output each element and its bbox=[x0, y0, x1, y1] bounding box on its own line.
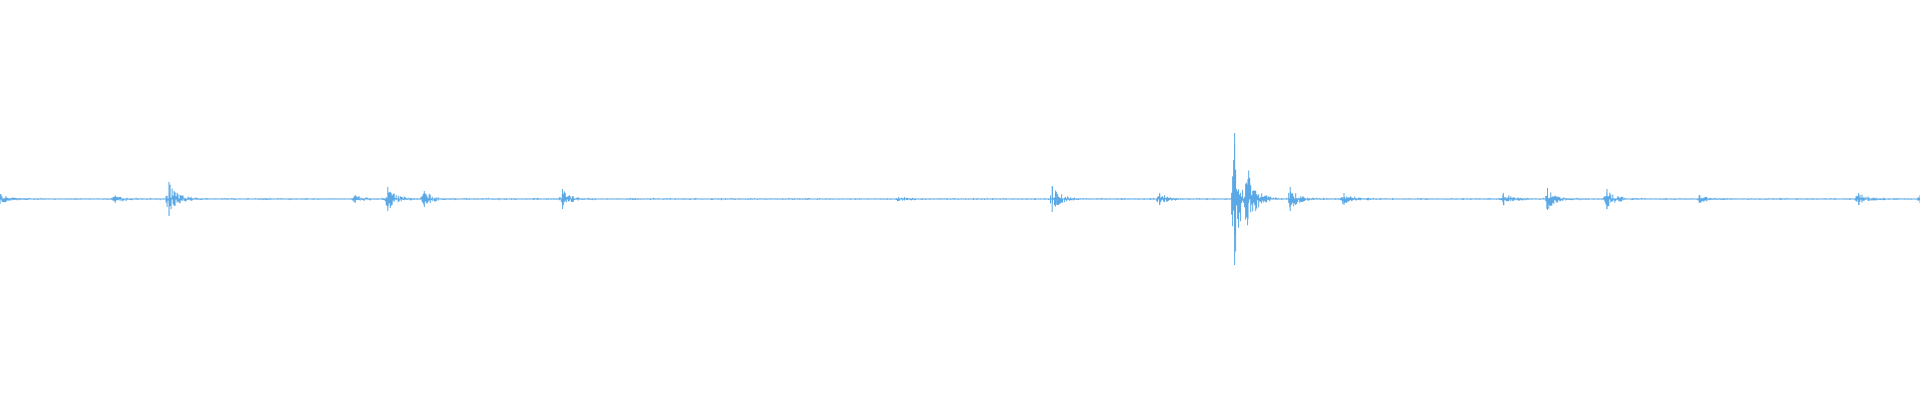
waveform-line bbox=[0, 143, 1920, 252]
waveform-series bbox=[0, 133, 1920, 265]
